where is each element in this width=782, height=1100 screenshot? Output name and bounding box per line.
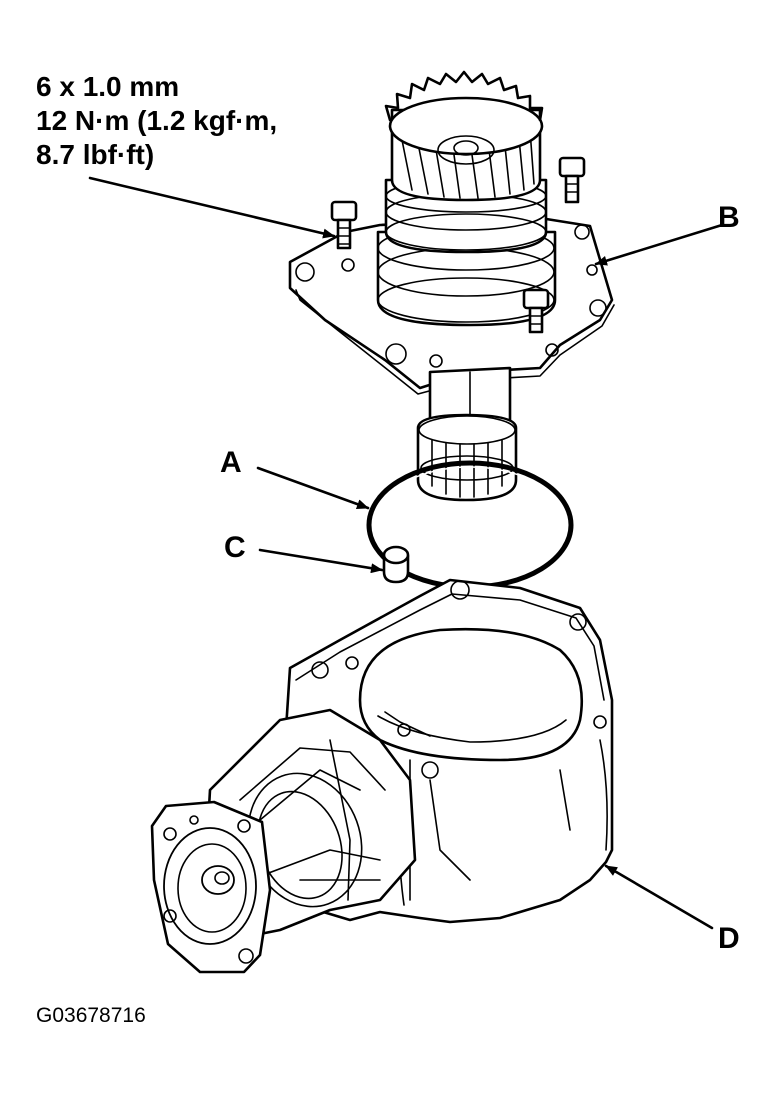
callout-c: C xyxy=(224,531,246,564)
leader-c xyxy=(258,548,384,574)
leader-a xyxy=(256,466,370,510)
leader-b xyxy=(594,223,724,266)
housing xyxy=(150,578,614,974)
spec-line-size: 6 x 1.0 mm xyxy=(36,71,180,102)
dowel-pin xyxy=(382,545,410,584)
callout-d: D xyxy=(718,922,740,955)
spec-line-torque-nm: 12 N·m (1.2 kgf·m, xyxy=(36,105,278,136)
bolt-torque-spec: 6 x 1.0 mm 12 N·m (1.2 kgf·m, 8.7 lbf·ft… xyxy=(36,70,277,172)
spec-line-torque-lbf: 8.7 lbf·ft) xyxy=(36,139,155,170)
gear-flange-assembly xyxy=(288,70,615,502)
callout-a: A xyxy=(220,446,242,479)
bolt-right-rear xyxy=(558,156,586,204)
callout-b: B xyxy=(718,201,740,234)
leader-bolt-spec xyxy=(88,176,336,239)
figure-id: G03678716 xyxy=(36,1004,146,1027)
bolt-left xyxy=(330,200,358,250)
leader-lines xyxy=(88,176,724,930)
flange-bolts xyxy=(330,156,586,334)
bolt-right-front xyxy=(522,288,550,334)
leader-d xyxy=(604,864,714,930)
